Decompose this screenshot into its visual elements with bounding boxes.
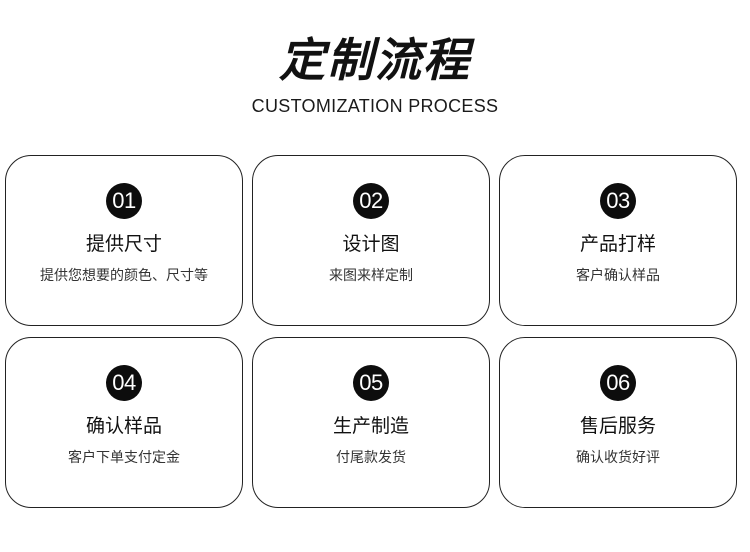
step-number-badge: 01 [106,183,142,219]
step-number-badge: 02 [353,183,389,219]
step-description: 客户下单支付定金 [68,450,180,466]
step-card-2: 02 设计图 来图来样定制 [252,155,490,326]
step-description: 提供您想要的颜色、尺寸等 [40,268,208,284]
step-title: 生产制造 [332,415,409,437]
step-description: 付尾款发货 [336,450,406,466]
step-title: 提供尺寸 [85,233,162,255]
step-title: 产品打样 [579,233,656,255]
step-number-badge: 05 [353,365,389,401]
step-number-badge: 06 [600,365,636,401]
step-description: 来图来样定制 [329,268,413,284]
step-title: 设计图 [342,233,400,255]
step-number-badge: 04 [106,365,142,401]
step-title: 确认样品 [85,415,162,437]
process-steps-grid: 01 提供尺寸 提供您想要的颜色、尺寸等 02 设计图 来图来样定制 03 产品… [5,155,745,508]
step-card-6: 06 售后服务 确认收货好评 [499,337,737,508]
step-description: 确认收货好评 [576,450,660,466]
step-card-3: 03 产品打样 客户确认样品 [499,155,737,326]
step-title: 售后服务 [579,415,656,437]
step-description: 客户确认样品 [576,268,660,284]
step-card-5: 05 生产制造 付尾款发货 [252,337,490,508]
page-subtitle: CUSTOMIZATION PROCESS [251,96,499,116]
page-title: 定制流程 [279,33,471,87]
step-card-4: 04 确认样品 客户下单支付定金 [5,337,243,508]
step-number-badge: 03 [600,183,636,219]
step-card-1: 01 提供尺寸 提供您想要的颜色、尺寸等 [5,155,243,326]
